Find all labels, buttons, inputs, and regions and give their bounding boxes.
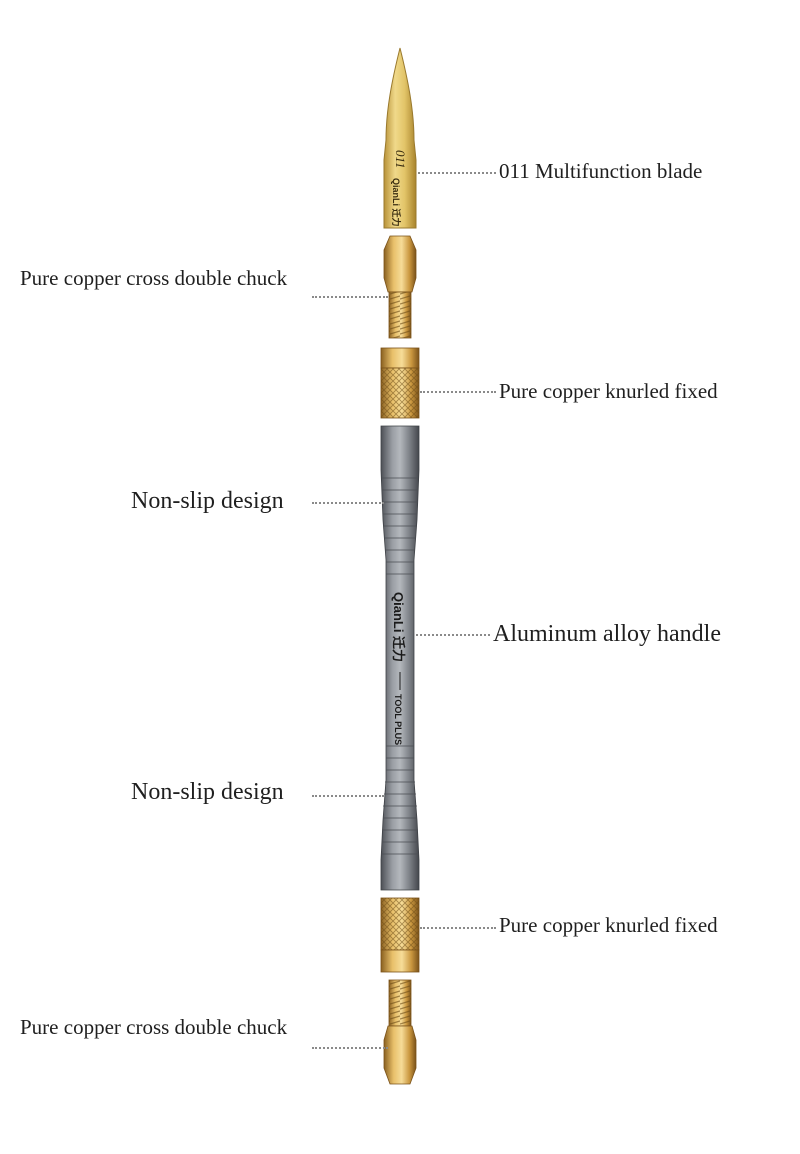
leader-nonslip-top bbox=[312, 502, 384, 504]
label-nonslip-bottom: Non-slip design bbox=[131, 779, 284, 805]
bottom-knurled-collar bbox=[380, 897, 420, 973]
label-nonslip-top: Non-slip design bbox=[131, 488, 284, 514]
leader-chuck-bottom bbox=[312, 1047, 388, 1049]
leader-handle bbox=[416, 634, 490, 636]
label-knurled-top: Pure copper knurled fixed bbox=[499, 379, 718, 403]
label-knurled-bottom: Pure copper knurled fixed bbox=[499, 913, 718, 937]
label-chuck-top: Pure copper cross double chuck bbox=[20, 266, 288, 290]
leader-blade bbox=[418, 172, 496, 174]
label-blade: 011 Multifunction blade bbox=[499, 159, 703, 183]
bottom-grip-rings bbox=[381, 745, 419, 855]
top-knurled-collar bbox=[380, 347, 420, 419]
leader-knurled-top bbox=[420, 391, 496, 393]
bottom-chuck-cone bbox=[383, 1025, 417, 1085]
handle-brand: QianLi 迁力 bbox=[391, 592, 406, 662]
top-chuck-cone bbox=[383, 235, 417, 293]
leader-nonslip-bottom bbox=[312, 795, 384, 797]
blade-marking: 011 bbox=[393, 150, 408, 169]
handle-subbrand: TOOL PLUS bbox=[393, 694, 403, 745]
blade-brand: QianLi 迁力 bbox=[391, 178, 402, 227]
blade-tip bbox=[383, 47, 417, 229]
leader-knurled-bottom bbox=[420, 927, 496, 929]
leader-chuck-top bbox=[312, 296, 388, 298]
blade: 011 QianLi 迁力 bbox=[383, 47, 417, 229]
handle-body bbox=[380, 425, 420, 891]
label-chuck-bottom: Pure copper cross double chuck bbox=[20, 1015, 288, 1039]
top-grip-rings bbox=[382, 477, 418, 575]
bottom-chuck bbox=[383, 979, 417, 1085]
label-handle: Aluminum alloy handle bbox=[493, 621, 721, 647]
top-chuck bbox=[383, 235, 417, 339]
aluminum-handle: QianLi 迁力 TOOL PLUS bbox=[380, 425, 420, 891]
